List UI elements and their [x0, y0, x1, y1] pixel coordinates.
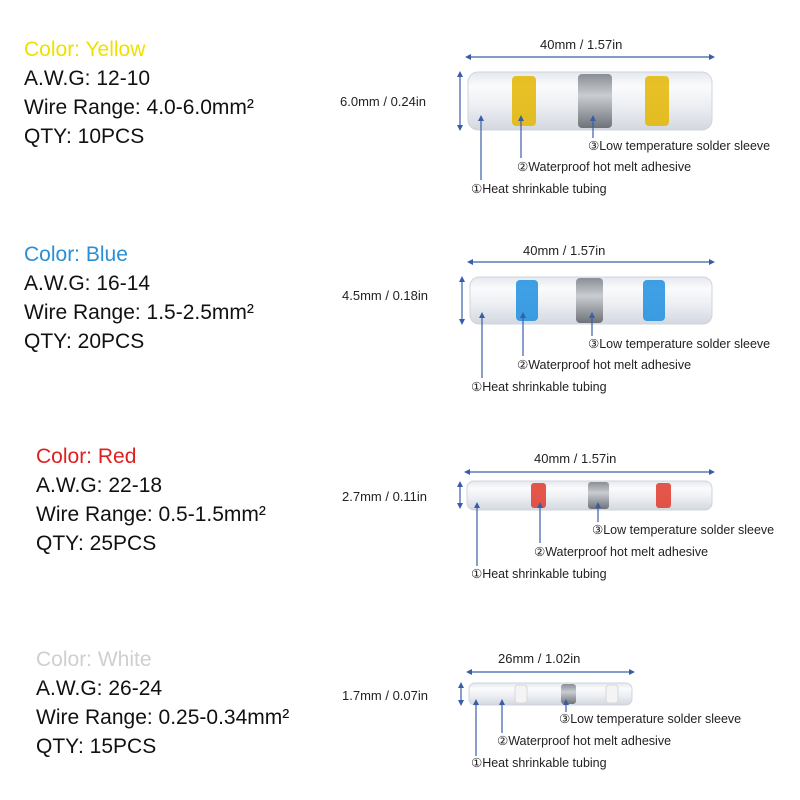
spec-block-blue: Color: Blue A.W.G: 16-14 Wire Range: 1.5…	[24, 240, 254, 356]
awg-label: A.W.G: 16-14	[24, 272, 151, 295]
solder-sleeve-label: ③Low temperature solder sleeve	[588, 139, 771, 153]
solder-sleeve	[576, 278, 603, 323]
color-label: Color: Blue	[24, 243, 128, 266]
qty-label: QTY: 25PCS	[36, 532, 157, 555]
solder-sleeve	[578, 74, 612, 128]
connector-yellow	[457, 54, 715, 180]
qty-label: QTY: 15PCS	[36, 735, 157, 758]
tubing-label: ①Heat shrinkable tubing	[471, 567, 607, 581]
diameter-dimension: 1.7mm / 0.07in	[342, 688, 428, 703]
adhesive-label: ②Waterproof hot melt adhesive	[497, 734, 672, 748]
tubing-label: ①Heat shrinkable tubing	[471, 756, 607, 770]
color-label: Color: White	[36, 648, 152, 671]
diameter-dimension: 6.0mm / 0.24in	[340, 94, 426, 109]
adhesive-ring-right	[645, 76, 669, 126]
spec-block-red: Color: Red A.W.G: 22-18 Wire Range: 0.5-…	[24, 442, 266, 558]
solder-sleeve-label: ③Low temperature solder sleeve	[559, 712, 742, 726]
connector-blue	[459, 259, 715, 378]
color-label: Color: Yellow	[24, 38, 146, 61]
color-label: Color: Red	[36, 445, 137, 468]
solder-sleeve-label: ③Low temperature solder sleeve	[588, 337, 771, 351]
solder-sleeve	[588, 482, 609, 509]
awg-label: A.W.G: 22-18	[36, 474, 163, 497]
wire-range-label: Wire Range: 0.5-1.5mm²	[36, 503, 266, 526]
solder-sleeve-label: ③Low temperature solder sleeve	[592, 523, 775, 537]
diameter-dimension: 2.7mm / 0.11in	[342, 489, 428, 504]
length-dimension: 40mm / 1.57in	[540, 37, 623, 52]
tubing-label: ①Heat shrinkable tubing	[471, 182, 607, 196]
adhesive-ring-right	[605, 684, 619, 704]
length-dimension: 40mm / 1.57in	[523, 243, 606, 258]
adhesive-ring-left	[531, 483, 546, 508]
length-dimension: 26mm / 1.02in	[498, 651, 581, 666]
spec-block-white: Color: White A.W.G: 26-24 Wire Range: 0.…	[24, 645, 289, 761]
qty-label: QTY: 10PCS	[24, 125, 145, 148]
tubing-label: ①Heat shrinkable tubing	[471, 380, 607, 394]
adhesive-label: ②Waterproof hot melt adhesive	[534, 545, 709, 559]
awg-label: A.W.G: 26-24	[36, 677, 163, 700]
adhesive-ring-left	[512, 76, 536, 126]
connector-white	[458, 669, 635, 756]
adhesive-label: ②Waterproof hot melt adhesive	[517, 160, 692, 174]
heat-shrink-tube	[468, 682, 633, 706]
adhesive-ring-right	[643, 280, 665, 321]
diameter-dimension: 4.5mm / 0.18in	[342, 288, 428, 303]
qty-label: QTY: 20PCS	[24, 330, 145, 353]
awg-label: A.W.G: 12-10	[24, 67, 151, 90]
connector-red	[457, 469, 715, 566]
adhesive-ring-left	[516, 280, 538, 321]
adhesive-ring-right	[656, 483, 671, 508]
solder-sleeve	[561, 684, 576, 704]
wire-range-label: Wire Range: 4.0-6.0mm²	[24, 96, 254, 119]
length-dimension: 40mm / 1.57in	[534, 451, 617, 466]
wire-range-label: Wire Range: 0.25-0.34mm²	[36, 706, 290, 729]
adhesive-ring-left	[514, 684, 528, 704]
wire-range-label: Wire Range: 1.5-2.5mm²	[24, 301, 254, 324]
adhesive-label: ②Waterproof hot melt adhesive	[517, 358, 692, 372]
spec-block-yellow: Color: Yellow A.W.G: 12-10 Wire Range: 4…	[24, 35, 254, 151]
